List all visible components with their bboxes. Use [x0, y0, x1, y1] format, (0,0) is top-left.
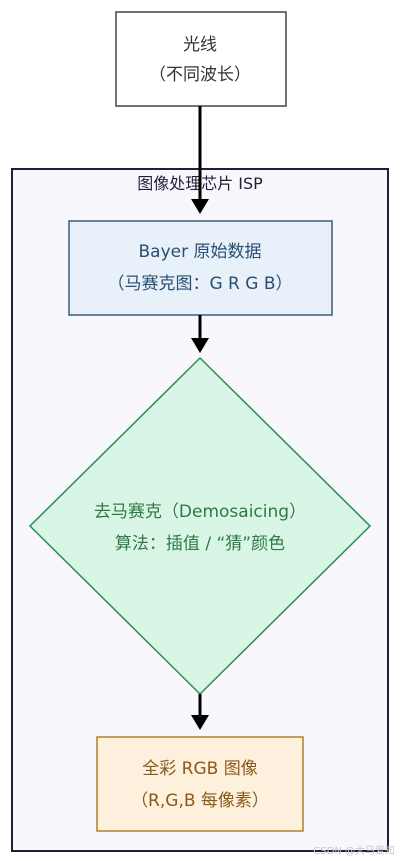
arrow-head-light-to-bayer	[191, 199, 209, 214]
arrow-head-demosaic-to-output	[191, 715, 209, 730]
bayer-data-node	[68, 220, 333, 316]
full-color-node	[96, 736, 304, 832]
light-source-node	[115, 11, 287, 107]
watermark-text: CSDN @大马爱知	[313, 846, 395, 857]
full-color-label: 全彩 RGB 图像	[142, 759, 257, 779]
light-source-sublabel: （不同波长）	[149, 65, 251, 85]
demosaic-label: 去马赛克（Demosaicing）	[94, 501, 306, 522]
bayer-data-label: Bayer 原始数据	[139, 242, 262, 262]
full-color-sublabel: （R,G,B 每像素）	[131, 791, 269, 811]
demosaic-sublabel: 算法：插值 / “猜”颜色	[115, 534, 285, 554]
light-source-label: 光线	[183, 35, 217, 55]
bayer-data-sublabel: （马赛克图：G R G B）	[107, 273, 292, 294]
arrow-head-bayer-to-demosaic	[191, 338, 209, 353]
